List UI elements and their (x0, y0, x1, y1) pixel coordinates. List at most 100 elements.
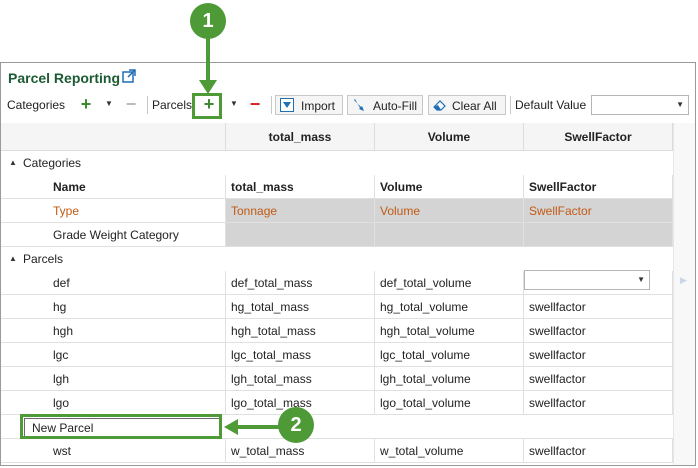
chevron-down-icon: ▼ (637, 275, 645, 284)
parcel-row[interactable]: def def_total_mass def_total_volume (1, 271, 673, 295)
parcel-row[interactable]: wst w_total_mass w_total_volume swellfac… (1, 439, 673, 463)
cell-name: Type (25, 199, 226, 223)
parcel-row[interactable]: lgc lgc_total_mass lgc_total_volume swel… (1, 343, 673, 367)
row-indent (1, 439, 25, 463)
add-parcel-dropdown[interactable]: ▼ (230, 99, 238, 108)
categories-group-header[interactable]: ▲ Categories (1, 151, 673, 175)
callout-arrow-2 (224, 419, 284, 435)
cell-name[interactable]: lgo (25, 391, 226, 415)
parcels-group-label: Parcels (23, 252, 64, 266)
parcels-label: Parcels (152, 98, 193, 112)
cell-volume[interactable]: lgo_total_volume (375, 391, 524, 415)
cell-swellfactor[interactable] (524, 271, 673, 295)
cell-swellfactor[interactable]: swellfactor (524, 391, 673, 415)
collapse-icon[interactable]: ▲ (9, 254, 17, 263)
cell-swellfactor[interactable]: swellfactor (524, 343, 673, 367)
cell-total-mass[interactable]: w_total_mass (226, 439, 375, 463)
cell-volume[interactable]: w_total_volume (375, 439, 524, 463)
cell-total-mass: Tonnage (226, 199, 375, 223)
cell-swellfactor: SwellFactor (524, 199, 673, 223)
categories-header-row: Name total_mass Volume SwellFactor (1, 175, 673, 199)
cell-name[interactable]: lgc (25, 343, 226, 367)
row-indent (1, 295, 25, 319)
cell-swellfactor[interactable]: swellfactor (524, 319, 673, 343)
row-indent (1, 391, 25, 415)
remove-category-button[interactable]: − (125, 94, 137, 114)
cell-volume[interactable]: hgh_total_volume (375, 319, 524, 343)
cell-total-mass[interactable]: def_total_mass (226, 271, 375, 295)
cell-volume[interactable]: hg_total_volume (375, 295, 524, 319)
vertical-scrollbar[interactable]: ▶ (673, 123, 695, 465)
cell-name: Name (25, 175, 226, 199)
categories-group-label: Categories (23, 156, 82, 170)
cell-name[interactable]: lgh (25, 367, 226, 391)
column-header-blank (1, 123, 226, 151)
auto-fill-button[interactable]: Auto-Fill (347, 95, 423, 115)
scroll-arrow-icon[interactable]: ▶ (680, 275, 687, 285)
swellfactor-select[interactable]: ▼ (524, 270, 650, 290)
cell-volume[interactable]: lgc_total_volume (375, 343, 524, 367)
column-header-volume[interactable]: Volume (375, 123, 524, 151)
cell-volume[interactable]: def_total_volume (375, 271, 524, 295)
new-parcel-highlight (20, 414, 222, 439)
parcel-row-new[interactable] (1, 415, 673, 439)
categories-label: Categories (7, 98, 66, 112)
cell-name[interactable]: hg (25, 295, 226, 319)
parcels-group-header[interactable]: ▲ Parcels (1, 247, 673, 271)
parcel-row[interactable]: hg hg_total_mass hg_total_volume swellfa… (1, 295, 673, 319)
cell-volume[interactable] (375, 223, 524, 247)
toolbar-divider (271, 96, 272, 114)
cell-total-mass[interactable]: lgh_total_mass (226, 367, 375, 391)
import-button[interactable]: Import (275, 95, 343, 115)
cell-name[interactable]: hgh (25, 319, 226, 343)
new-parcel-name-input[interactable]: New Parcel (24, 418, 220, 438)
cell-volume: Volume (375, 175, 524, 199)
cell-swellfactor[interactable]: swellfactor (524, 367, 673, 391)
parcel-row[interactable]: hgh hgh_total_mass hgh_total_volume swel… (1, 319, 673, 343)
parcel-row[interactable]: lgo lgo_total_mass lgo_total_volume swel… (1, 391, 673, 415)
add-category-dropdown[interactable]: ▼ (105, 99, 113, 108)
cell-swellfactor[interactable]: swellfactor (524, 295, 673, 319)
external-link-icon[interactable] (122, 69, 136, 83)
cell-total-mass[interactable]: lgc_total_mass (226, 343, 375, 367)
row-indent (1, 223, 25, 247)
cell-name[interactable]: wst (25, 439, 226, 463)
categories-grade-row: Grade Weight Category (1, 223, 673, 247)
callout-badge-2: 2 (278, 407, 314, 443)
cell-swellfactor[interactable] (524, 223, 673, 247)
row-background (1, 415, 673, 439)
parcel-reporting-panel: Parcel Reporting Categories + ▼ − Parcel… (0, 62, 696, 466)
column-header-swellfactor[interactable]: SwellFactor (524, 123, 673, 151)
cell-volume: Volume (375, 199, 524, 223)
reporting-grid: total_mass Volume SwellFactor ▲ Categori… (1, 123, 695, 465)
cell-swellfactor: SwellFactor (524, 175, 673, 199)
auto-fill-icon (352, 98, 366, 112)
clear-all-button[interactable]: Clear All (428, 95, 506, 115)
row-indent (1, 367, 25, 391)
default-value-label: Default Value (515, 98, 587, 112)
parcel-row[interactable]: lgh lgh_total_mass lgh_total_volume swel… (1, 367, 673, 391)
remove-parcel-button[interactable]: − (249, 94, 261, 114)
cell-swellfactor[interactable]: swellfactor (524, 439, 673, 463)
cell-name: Grade Weight Category (25, 223, 226, 247)
callout-arrow-1 (199, 38, 217, 94)
cell-total-mass[interactable]: hgh_total_mass (226, 319, 375, 343)
column-header-total-mass[interactable]: total_mass (226, 123, 375, 151)
row-indent (1, 319, 25, 343)
add-parcel-button[interactable]: + (203, 94, 215, 114)
toolbar-divider (147, 96, 148, 114)
categories-type-row: Type Tonnage Volume SwellFactor (1, 199, 673, 223)
cell-total-mass[interactable] (226, 223, 375, 247)
cell-name[interactable]: def (25, 271, 226, 295)
chevron-down-icon: ▼ (676, 100, 684, 109)
collapse-icon[interactable]: ▲ (9, 158, 17, 167)
cell-total-mass[interactable]: hg_total_mass (226, 295, 375, 319)
auto-fill-label: Auto-Fill (373, 99, 418, 113)
default-value-select[interactable]: ▼ (591, 95, 689, 115)
cell-volume[interactable]: lgh_total_volume (375, 367, 524, 391)
clear-all-label: Clear All (452, 99, 497, 113)
import-icon (280, 98, 294, 112)
add-category-button[interactable]: + (80, 94, 92, 114)
callout-badge-1: 1 (190, 3, 226, 39)
row-indent (1, 343, 25, 367)
